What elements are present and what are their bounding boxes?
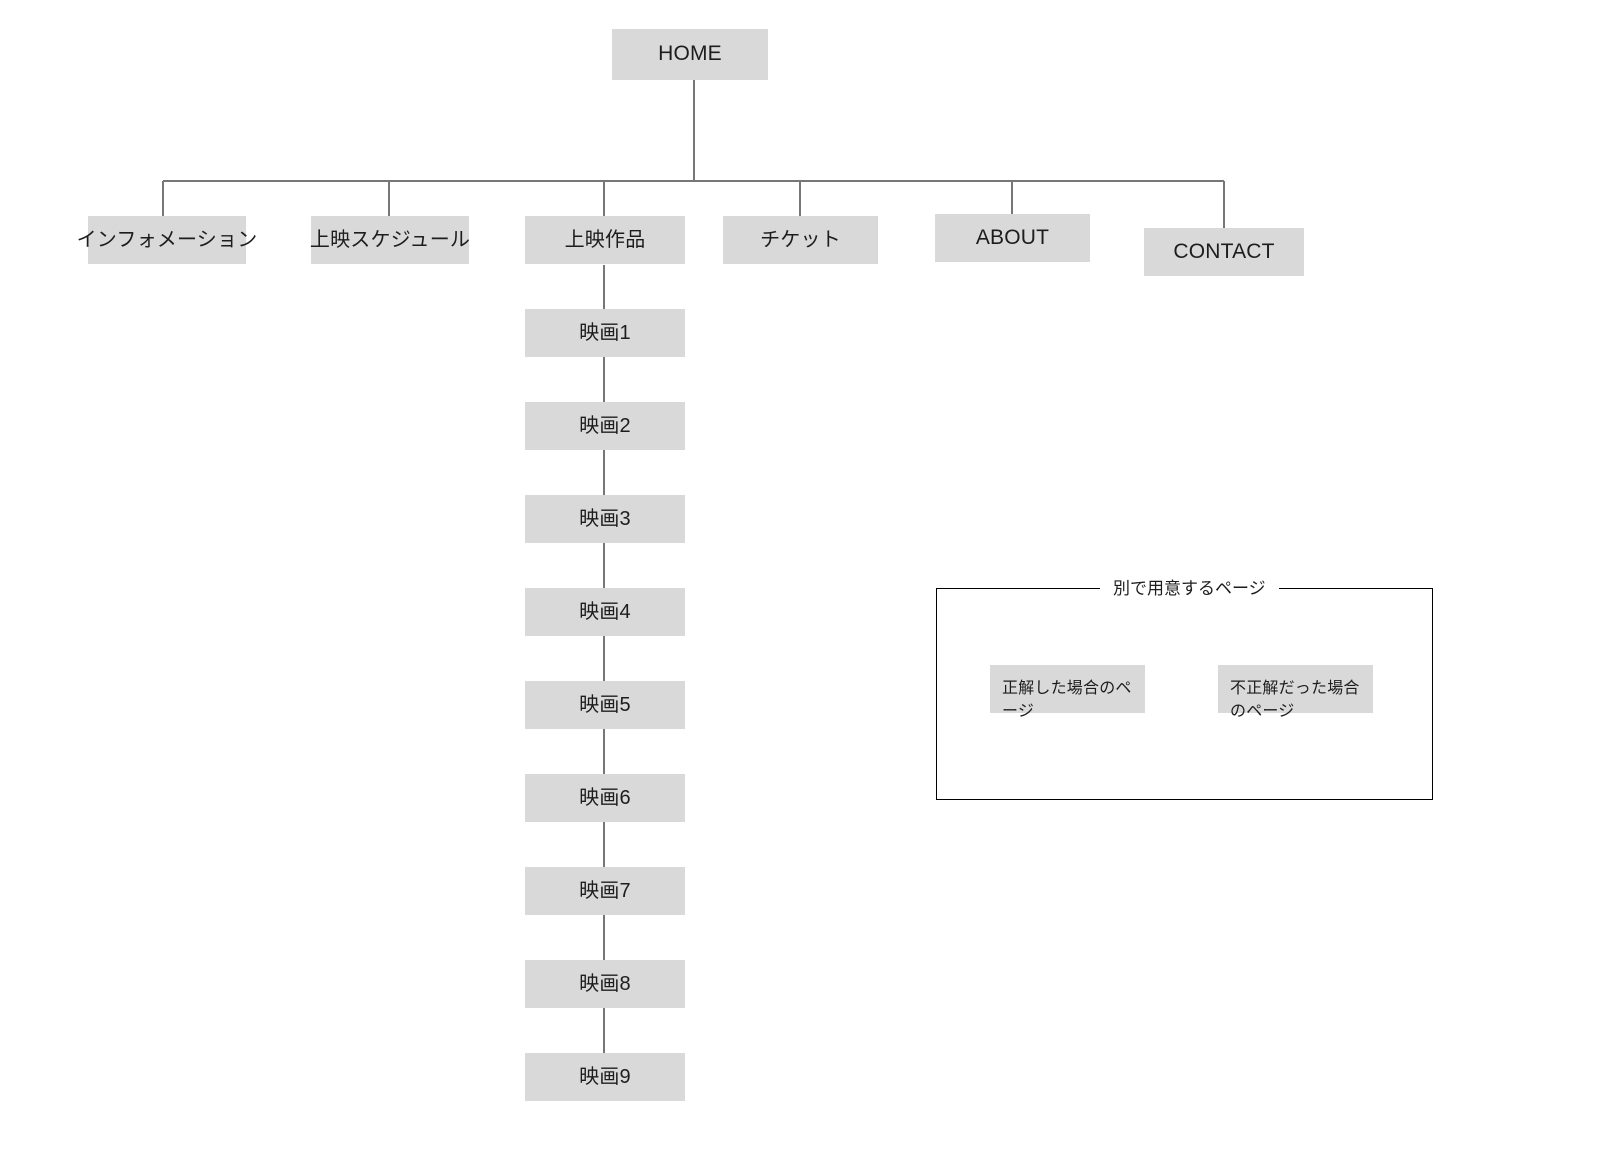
node-information[interactable]: インフォメーション	[77, 216, 257, 264]
node-movie-7-label: 映画7	[579, 879, 631, 902]
node-information-label: インフォメーション	[76, 228, 258, 251]
node-movie-8-label: 映画8	[579, 972, 631, 995]
node-ticket-label: チケット	[760, 228, 841, 251]
node-screening-schedule-label: 上映スケジュール	[309, 228, 471, 251]
node-about[interactable]: ABOUT	[935, 214, 1090, 262]
node-movie-5[interactable]: 映画5	[525, 681, 685, 729]
node-contact-label: CONTACT	[1173, 239, 1275, 263]
node-contact[interactable]: CONTACT	[1144, 228, 1304, 276]
node-movie-4[interactable]: 映画4	[525, 588, 685, 636]
node-movie-1[interactable]: 映画1	[525, 309, 685, 357]
node-movie-1-label: 映画1	[579, 321, 631, 344]
node-movie-8[interactable]: 映画8	[525, 960, 685, 1008]
separate-pages-group-legend: 別で用意するページ	[1100, 580, 1279, 597]
node-movie-3-label: 映画3	[579, 507, 631, 530]
node-home[interactable]: HOME	[612, 29, 768, 80]
node-screening-schedule[interactable]: 上映スケジュール	[309, 216, 471, 264]
node-movie-4-label: 映画4	[579, 600, 631, 623]
node-correct-answer-page[interactable]: 正解した場合のページ	[990, 665, 1145, 720]
node-movie-7[interactable]: 映画7	[525, 867, 685, 915]
node-home-label: HOME	[658, 42, 722, 66]
node-incorrect-answer-page-label: 不正解だった場合のページ	[1230, 680, 1360, 721]
node-incorrect-answer-page[interactable]: 不正解だった場合のページ	[1218, 665, 1373, 720]
node-movie-9[interactable]: 映画9	[525, 1053, 685, 1101]
node-ticket[interactable]: チケット	[723, 216, 878, 264]
node-movie-3[interactable]: 映画3	[525, 495, 685, 543]
node-movie-2[interactable]: 映画2	[525, 402, 685, 450]
node-correct-answer-page-label: 正解した場合のページ	[1002, 680, 1132, 721]
node-screening-works-label: 上映作品	[564, 228, 646, 251]
node-movie-9-label: 映画9	[579, 1065, 631, 1088]
node-screening-works[interactable]: 上映作品	[525, 216, 685, 264]
node-movie-2-label: 映画2	[579, 414, 631, 437]
node-about-label: ABOUT	[975, 225, 1050, 249]
node-movie-6-label: 映画6	[579, 786, 631, 809]
node-movie-5-label: 映画5	[579, 693, 631, 716]
node-movie-6[interactable]: 映画6	[525, 774, 685, 822]
